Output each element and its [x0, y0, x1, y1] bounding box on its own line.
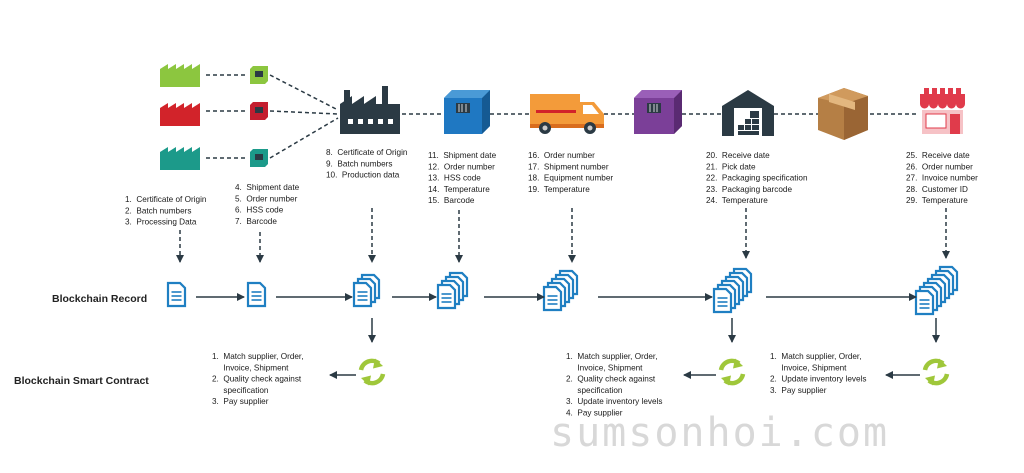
list-item: 13. HSS code [428, 174, 481, 183]
list-item: 1. Match supplier, Order, [566, 352, 657, 361]
list-item: 7. Barcode [235, 217, 277, 226]
list-item: 16. Order number [528, 151, 595, 160]
smart-contract-cycle-icon [721, 359, 743, 386]
document-stack-icon [542, 269, 579, 312]
main-factory-icon [340, 86, 400, 134]
stage-lists: 1. Certificate of Origin 2. Batch numbers… [125, 148, 978, 227]
document-stack-icon [166, 281, 187, 308]
factory-red-icon [160, 103, 200, 126]
document-icon [542, 285, 563, 312]
down-dashed-arrows [176, 208, 950, 263]
document-stack-icon [914, 265, 959, 316]
list-item: 28. Customer ID [906, 185, 968, 194]
list-item: 9. Batch numbers [326, 159, 392, 168]
list-item: 22. Packaging specification [706, 174, 808, 183]
document-icon [352, 281, 373, 308]
factory-teal-icon [160, 147, 200, 170]
list-item: 21. Pick date [706, 162, 756, 171]
list-item: 27. Invoice number [906, 174, 978, 183]
warehouse-icon [722, 90, 774, 136]
list-item: 2. Quality check against [566, 375, 656, 384]
list-item: 11. Shipment date [428, 151, 497, 160]
list-item: 2. Update inventory levels [770, 375, 866, 384]
list-item: 2. Quality check against [212, 375, 302, 384]
list-item: 17. Shipment number [528, 162, 609, 171]
document-stack-icon [352, 273, 381, 308]
list-item: 1. Match supplier, Order, [212, 352, 303, 361]
list-item: 18. Equipment number [528, 174, 613, 183]
list-item: 10. Production data [326, 171, 400, 180]
list-item: 19. Temperature [528, 185, 590, 194]
stage-list-warehouse: 20. Receive date 21. Pick date 22. Packagi… [706, 151, 808, 205]
smart-contract-list-contract-2: 1. Match supplier, Order, Invoice, Shipm… [566, 352, 662, 418]
list-item: 6. HSS code [235, 206, 284, 215]
shipment-cube-icon [634, 90, 682, 134]
smart-contract-label: Blockchain Smart Contract [14, 375, 149, 387]
list-item: 3. Processing Data [125, 218, 197, 227]
list-item: 1. Certificate of Origin [125, 195, 207, 204]
list-item: specification [212, 386, 269, 395]
list-item: 3. Pay supplier [212, 397, 269, 406]
stage-list-store: 25. Receive date 26. Order number 27. Invo… [906, 151, 978, 205]
stage-list-truck: 16. Order number 17. Shipment number 18. E… [528, 151, 613, 194]
list-item: 29. Temperature [906, 196, 968, 205]
factory-green-icon [160, 64, 200, 87]
list-item: 26. Order number [906, 162, 973, 171]
list-item: 14. Temperature [428, 185, 490, 194]
list-item: 3. Update inventory levels [566, 397, 662, 406]
list-item: 12. Order number [428, 162, 495, 171]
blockchain-record-row [166, 265, 959, 316]
contract-down-arrows [368, 318, 940, 343]
component-box-teal-icon [250, 149, 268, 167]
list-item: 8. Certificate of Origin [326, 148, 408, 157]
retail-store-icon [920, 88, 965, 134]
blockchain-record-label: Blockchain Record [52, 293, 147, 305]
component-box-red-icon [250, 102, 268, 120]
document-stack-icon [712, 267, 753, 314]
document-icon [712, 287, 733, 314]
document-stack-icon [246, 281, 267, 308]
smart-contract-cycle-icon [361, 359, 383, 386]
document-icon [914, 289, 935, 316]
list-item: 15. Barcode [428, 196, 475, 205]
list-item: Invoice, Shipment [212, 363, 289, 372]
document-stack-icon [436, 271, 469, 310]
list-item: 24. Temperature [706, 196, 768, 205]
stage-list-raw-materials: 1. Certificate of Origin 2. Batch numbers… [125, 195, 207, 227]
list-item: 1. Match supplier, Order, [770, 352, 861, 361]
list-item: 2. Batch numbers [125, 206, 191, 215]
list-item: 4. Pay supplier [566, 409, 623, 418]
list-item: Invoice, Shipment [770, 363, 847, 372]
smart-contract-lists: 1. Match supplier, Order, Invoice, Shipm… [212, 352, 866, 418]
component-box-green-icon [250, 66, 268, 84]
stage-list-components: 4. Shipment date 5. Order number 6. HSS co… [235, 183, 300, 226]
watermark-text: sumsonhoi.com [550, 410, 889, 456]
list-item: 25. Receive date [906, 151, 970, 160]
list-item: 4. Shipment date [235, 183, 300, 192]
stage-list-factory: 8. Certificate of Origin 9. Batch numbers… [326, 148, 408, 180]
document-icon [166, 281, 187, 308]
top-dashed-connectors [206, 74, 918, 159]
smart-contract-list-contract-1: 1. Match supplier, Order, Invoice, Shipm… [212, 352, 303, 406]
cardboard-box-icon [818, 88, 868, 140]
smart-contract-list-contract-3: 1. Match supplier, Order, Invoice, Shipm… [770, 352, 866, 395]
document-icon [436, 283, 457, 310]
document-icon [246, 281, 267, 308]
delivery-truck-icon [530, 94, 604, 134]
packaged-goods-cube-icon [444, 90, 490, 134]
stage-list-packaged-goods: 11. Shipment date 12. Order number 13. HSS… [428, 151, 497, 205]
list-item: 23. Packaging barcode [706, 185, 792, 194]
list-item: specification [566, 386, 623, 395]
list-item: Invoice, Shipment [566, 363, 643, 372]
list-item: 3. Pay supplier [770, 386, 827, 395]
smart-contract-cycle-icon [925, 359, 947, 386]
list-item: 5. Order number [235, 194, 298, 203]
list-item: 20. Receive date [706, 151, 770, 160]
